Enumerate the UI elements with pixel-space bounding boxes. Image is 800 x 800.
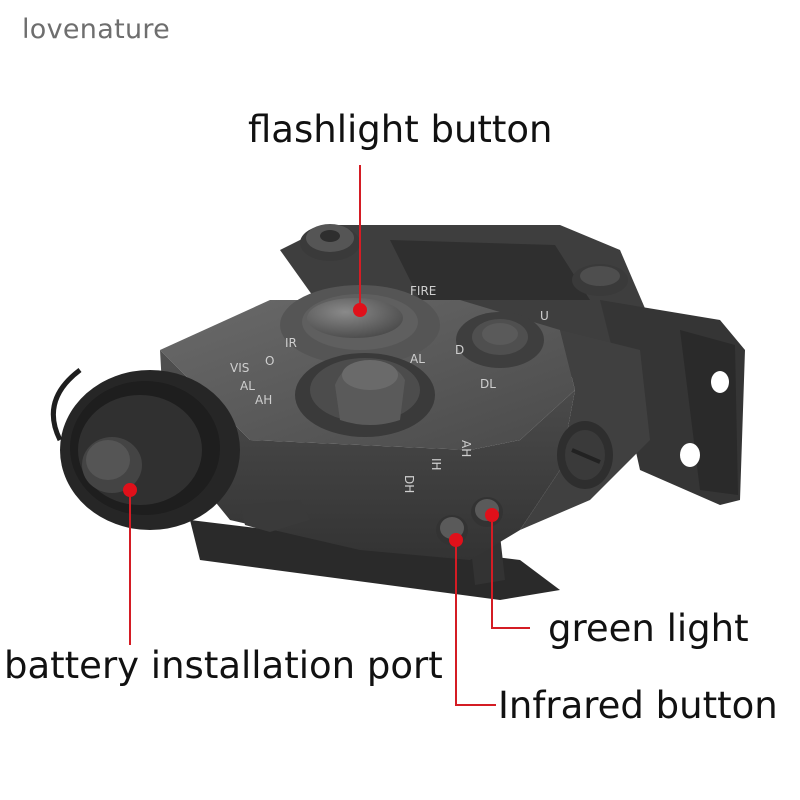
- infrared-marker: [449, 533, 463, 547]
- flashlight-marker: [353, 303, 367, 317]
- mount-hole: [711, 371, 729, 393]
- ah-side-label: AH: [459, 440, 473, 457]
- dl-label: DL: [480, 377, 496, 391]
- green-light-label: green light: [548, 607, 749, 650]
- battery-cap[interactable]: [50, 368, 240, 530]
- fire-label: FIRE: [410, 284, 436, 298]
- vis-label: VIS: [230, 361, 249, 375]
- infrared-leader: [455, 540, 496, 706]
- u-label: U: [540, 309, 549, 323]
- ah-label: AH: [255, 393, 272, 407]
- green-marker: [485, 508, 499, 522]
- infrared-button-label: Infrared button: [498, 684, 778, 727]
- callout-leaders: [129, 165, 530, 706]
- flashlight-button-label: flashlight button: [248, 108, 553, 151]
- callout-markers: [123, 303, 499, 547]
- o-label: O: [265, 354, 274, 368]
- ir-label: IR: [285, 336, 297, 350]
- al-right-label: AL: [410, 352, 425, 366]
- battery-port-label: battery installation port: [4, 644, 443, 687]
- battery-marker: [123, 483, 137, 497]
- mount-hole: [680, 443, 700, 467]
- green-leader: [491, 515, 530, 629]
- top-adjust-knob[interactable]: [456, 312, 544, 368]
- d-label: D: [455, 343, 464, 357]
- front-lug: [240, 500, 310, 532]
- ih-label: IH: [429, 458, 443, 471]
- brand-watermark: lovenature: [22, 14, 171, 45]
- al-label: AL: [240, 379, 255, 393]
- dh-label: DH: [402, 475, 416, 493]
- rear-knob: [300, 224, 360, 261]
- side-adjust-screw[interactable]: [557, 421, 613, 489]
- top-cap: [572, 264, 628, 296]
- flashlight-button[interactable]: [280, 285, 440, 365]
- mode-selector-knob[interactable]: [295, 353, 435, 437]
